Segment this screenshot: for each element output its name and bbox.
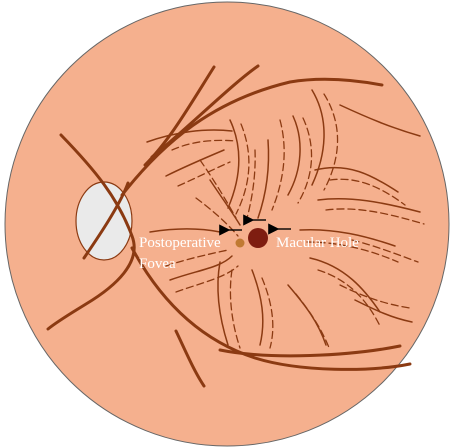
macular-hole-label: Macular Hole xyxy=(276,233,359,253)
macular-hole xyxy=(248,228,268,248)
postoperative-label: Postoperative xyxy=(139,233,221,253)
fovea-label: Fovea xyxy=(139,254,176,274)
postoperative-fovea-dot xyxy=(236,239,245,248)
